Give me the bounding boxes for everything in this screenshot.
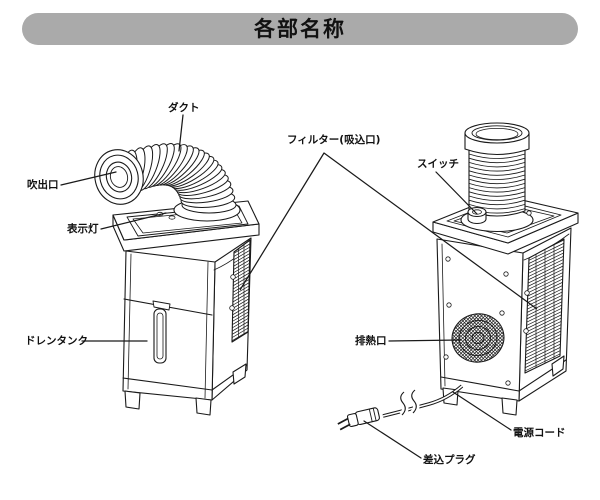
label-exhaust-outlet: 排熱口 [355, 335, 387, 347]
power-cord-line [382, 384, 464, 418]
label-plug: 差込プラグ [423, 454, 476, 466]
leader-lines [60, 114, 538, 459]
duct-outlet-ring [94, 149, 144, 205]
label-filter-intake: フィルター(吸込口) [287, 134, 381, 146]
label-duct: ダクト [168, 102, 200, 114]
label-indicator-lamp: 表示灯 [67, 223, 99, 235]
title-banner: 各部名称 [22, 13, 578, 45]
drain-tank-front [123, 298, 213, 364]
page-title: 各部名称 [254, 16, 346, 41]
vertical-duct [460, 122, 534, 233]
power-plug [337, 407, 380, 431]
label-air-outlet: 吹出口 [27, 179, 59, 191]
right-unit-illustration [337, 122, 579, 431]
label-switch: スイッチ [417, 158, 459, 170]
switch-knob [467, 206, 487, 225]
label-drain-tank: ドレンタンク [25, 335, 88, 347]
label-power-cord: 電源コード [513, 427, 566, 439]
left-unit-illustration [94, 143, 260, 416]
left-side-filter-grille [231, 239, 251, 343]
